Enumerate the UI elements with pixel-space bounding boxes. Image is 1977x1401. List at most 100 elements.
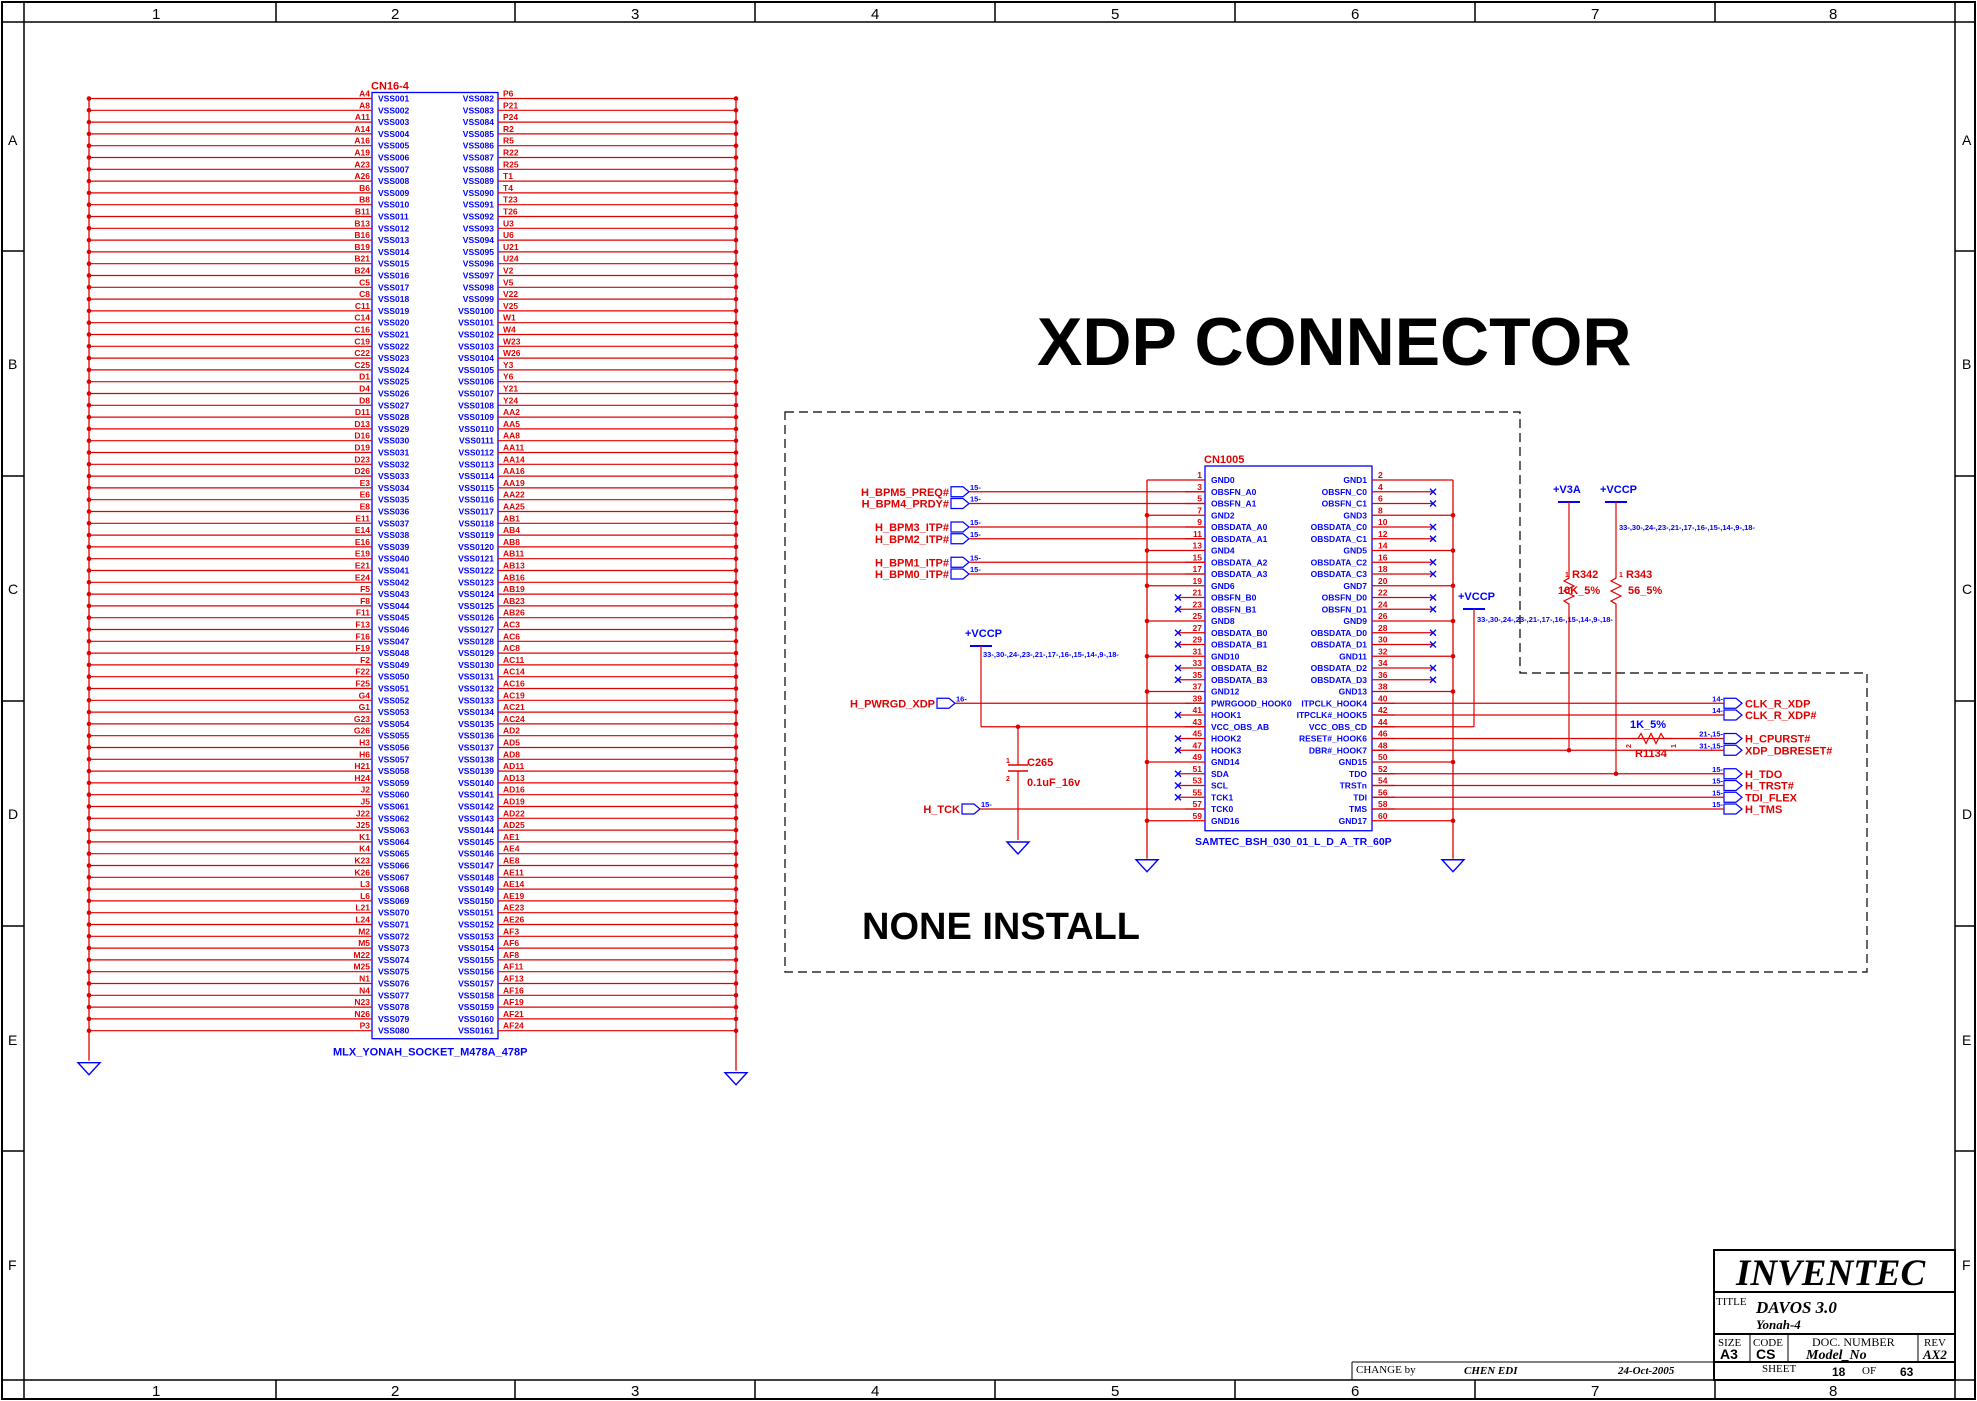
socket-left-name: VSS028 <box>378 412 409 422</box>
socket-left-name: VSS075 <box>378 967 409 977</box>
socket-left-name: VSS041 <box>378 566 409 576</box>
socket-right-name: VSS0142 <box>458 802 494 812</box>
sheet-label: SHEET <box>1762 1363 1797 1375</box>
xdp-pin-number: 4 <box>1378 482 1383 492</box>
net-label: H_TCK <box>923 804 960 816</box>
column-label: 6 <box>1351 1383 1359 1400</box>
socket-right-name: VSS0141 <box>458 790 494 800</box>
xdp-pin-name: HOOK1 <box>1211 710 1242 720</box>
socket-left-pin: N1 <box>359 974 370 984</box>
doc-number-label: DOC. NUMBER <box>1812 1335 1895 1349</box>
column-label: 2 <box>391 6 399 23</box>
junction-dot <box>86 851 92 856</box>
junction-dot <box>1450 759 1456 765</box>
junction-dot <box>733 403 739 408</box>
column-label: 3 <box>631 1383 639 1400</box>
junction-dot <box>86 757 92 762</box>
xdp-pin-number: 54 <box>1378 776 1388 786</box>
code-label: CODE <box>1753 1337 1783 1349</box>
column-label: 1 <box>152 6 160 23</box>
socket-left-pin: G4 <box>359 690 371 700</box>
row-label: D <box>8 806 18 822</box>
ground-symbol <box>723 1072 749 1086</box>
junction-dot <box>86 190 92 196</box>
no-connect-mark <box>1429 488 1437 496</box>
net-xref: 31-,15- <box>1699 741 1723 750</box>
socket-left-name: VSS049 <box>378 660 409 670</box>
socket-left-pin: A26 <box>354 171 370 181</box>
rev-label: REV <box>1924 1337 1946 1349</box>
doc-number-value: Model_No <box>1805 1348 1867 1363</box>
junction-dot <box>733 202 739 207</box>
socket-right-name: VSS082 <box>463 94 494 104</box>
r343-value: 56_5% <box>1628 585 1662 597</box>
socket-right-name: VSS098 <box>463 282 494 292</box>
socket-right-pin: AA2 <box>503 407 520 417</box>
no-connect-mark <box>1429 676 1437 684</box>
row-label: B <box>1962 356 1971 372</box>
xdp-pin-name: GND15 <box>1339 757 1368 767</box>
socket-left-name: VSS032 <box>378 459 409 469</box>
junction-dot <box>733 473 739 479</box>
socket-right-name: VSS0129 <box>458 648 494 658</box>
socket-left-pin: D4 <box>359 384 370 394</box>
xdp-pin-number: 56 <box>1378 787 1388 797</box>
xdp-pin-number: 22 <box>1378 588 1388 598</box>
socket-right-pin: Y21 <box>503 384 518 394</box>
resistor-body <box>1609 572 1623 612</box>
xdp-pin-number: 9 <box>1197 517 1202 527</box>
socket-right-pin: AA19 <box>503 478 525 488</box>
no-connect-mark <box>1174 782 1182 789</box>
junction-dot <box>1144 583 1150 589</box>
socket-right-name: VSS0156 <box>458 967 494 977</box>
socket-left-name: VSS062 <box>378 813 409 823</box>
socket-left-pin: E6 <box>360 490 371 500</box>
junction-dot <box>86 804 92 809</box>
net-label: H_BPM3_ITP# <box>875 522 949 534</box>
junction-dot <box>733 993 739 998</box>
xdp-pin-number: 32 <box>1378 646 1388 656</box>
socket-right-name: VSS096 <box>463 259 494 269</box>
junction-dot <box>733 603 739 609</box>
junction-dot <box>733 768 739 774</box>
socket-left-pin: J25 <box>356 820 370 830</box>
socket-right-pin: AD19 <box>503 797 525 807</box>
socket-right-name: VSS0108 <box>458 400 494 410</box>
r1134-pin: 2 <box>1626 744 1633 748</box>
socket-left-pin: M2 <box>358 926 370 936</box>
junction-dot <box>86 875 92 880</box>
xdp-pin-number: 39 <box>1193 693 1203 703</box>
r343-refdes: R343 <box>1626 569 1652 581</box>
xdp-pin-name: GND13 <box>1339 687 1368 697</box>
socket-left-name: VSS022 <box>378 341 409 351</box>
xdp-pin-name: GND8 <box>1211 616 1235 626</box>
junction-dot <box>86 839 92 845</box>
junction-dot <box>733 945 739 951</box>
net-label: H_TRST# <box>1745 781 1794 793</box>
xdp-pin-name: GND6 <box>1211 581 1235 591</box>
socket-left-pin: D13 <box>354 419 370 429</box>
net-xref: 15- <box>970 565 981 574</box>
net-xref: 14- <box>1712 706 1723 715</box>
junction-dot <box>86 603 92 609</box>
junction-dot <box>733 709 739 715</box>
socket-left-pin: J5 <box>361 797 371 807</box>
column-label: 7 <box>1591 6 1599 23</box>
junction-dot <box>733 627 739 632</box>
net-xref: 15- <box>970 518 981 527</box>
socket-left-pin: K26 <box>354 867 370 877</box>
change-date: 24-Oct-2005 <box>1617 1365 1675 1377</box>
ground-symbol <box>1440 859 1466 873</box>
socket-right-pin: AB1 <box>503 513 520 523</box>
socket-right-name: VSS0144 <box>458 825 494 835</box>
socket-right-pin: W26 <box>503 348 521 358</box>
junction-dot <box>733 119 739 125</box>
net-label: H_BPM0_ITP# <box>875 569 949 581</box>
socket-right-pin: AE23 <box>503 903 525 913</box>
junction-dot <box>86 119 92 125</box>
column-label: 3 <box>631 6 639 23</box>
xdp-pin-number: 12 <box>1378 529 1388 539</box>
junction-dot <box>86 273 92 278</box>
junction-dot <box>733 273 739 278</box>
